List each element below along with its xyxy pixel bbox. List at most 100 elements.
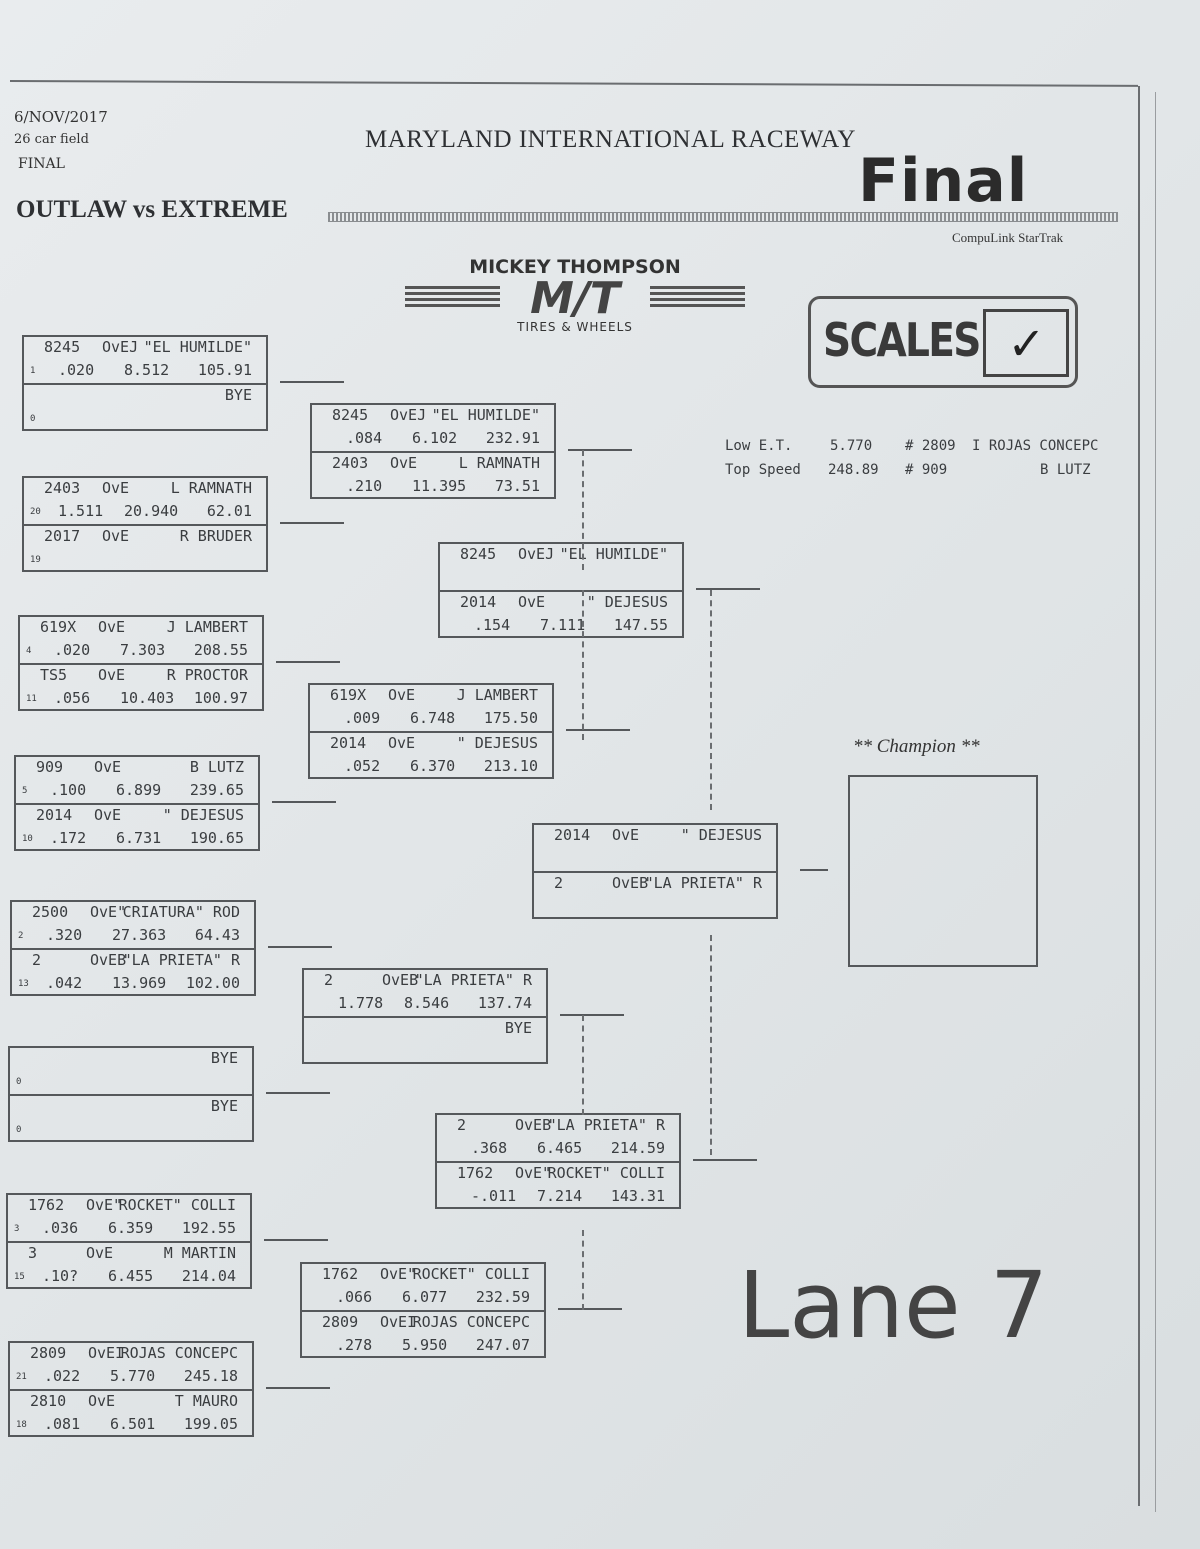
qualifying-seed: 0 — [16, 1125, 22, 1135]
driver-name: " DEJESUS — [680, 826, 762, 844]
car-number: 2 — [32, 951, 42, 969]
qualifying-seed: 0 — [30, 414, 36, 424]
bracket-connector — [268, 946, 332, 948]
elapsed-time: 6.370 — [410, 757, 456, 775]
reaction-time: .081 — [44, 1415, 81, 1433]
trap-speed: 175.50 — [483, 709, 538, 727]
qualifying-seed: 3 — [14, 1224, 20, 1234]
reaction-time: .320 — [46, 926, 83, 944]
trap-speed: 190.65 — [189, 829, 244, 847]
class-code: OvE — [102, 527, 130, 545]
car-number: 2014 — [460, 593, 497, 611]
bracket-dashed-line — [582, 450, 584, 570]
driver-name: ROJAS CONCEPC — [120, 1344, 238, 1362]
car-number: 2 — [554, 874, 564, 892]
bracket-connector — [280, 381, 344, 383]
class-code: OvE — [98, 666, 126, 684]
trap-speed: 147.55 — [613, 616, 668, 634]
car-number: 1762 — [28, 1196, 65, 1214]
elapsed-time: 27.363 — [112, 926, 167, 944]
field-size: 26 car field — [14, 132, 89, 147]
class-code: OvEJ — [390, 406, 427, 424]
trap-speed: 64.43 — [194, 926, 240, 944]
bracket-connector — [566, 729, 630, 731]
class-code: OvE — [98, 618, 126, 636]
elapsed-time: 8.546 — [404, 994, 450, 1012]
trap-speed: 214.59 — [610, 1139, 665, 1157]
trap-speed: 247.07 — [475, 1336, 530, 1354]
reaction-time: .154 — [474, 616, 511, 634]
car-number: 8245 — [44, 338, 81, 356]
driver-name: ROJAS CONCEPC — [412, 1313, 530, 1331]
top-speed-car: # 909 — [905, 462, 948, 478]
qualifying-seed: 15 — [14, 1272, 25, 1282]
reaction-time: 1.778 — [338, 994, 384, 1012]
driver-name: "EL HUMILDE" — [431, 406, 540, 424]
class-code: OvEB — [382, 971, 419, 989]
driver-name: " DEJESUS — [456, 734, 538, 752]
bracket-dashed-line — [582, 1230, 584, 1310]
class-title: OUTLAW vs EXTREME — [16, 196, 288, 223]
bracket-connector — [266, 1092, 330, 1094]
trap-speed: 192.55 — [181, 1219, 236, 1237]
car-number: 2500 — [32, 903, 69, 921]
champion-label: ** Champion ** — [853, 736, 980, 757]
driver-name: "LA PRIETA" R — [547, 1116, 665, 1134]
class-code: OvE — [86, 1244, 114, 1262]
driver-name: J LAMBERT — [456, 686, 538, 704]
top-speed-name: B LUTZ — [1040, 462, 1091, 478]
trap-speed: 199.05 — [183, 1415, 238, 1433]
qualifying-seed: 19 — [30, 555, 41, 565]
class-code: OvE — [388, 734, 416, 752]
class-code: OvEB — [515, 1116, 552, 1134]
trap-speed: 245.18 — [183, 1367, 238, 1385]
driver-name: ROCKET" COLLI — [412, 1265, 530, 1283]
elapsed-time: 13.969 — [112, 974, 167, 992]
qualifying-seed: 0 — [16, 1077, 22, 1087]
elapsed-time: 6.748 — [410, 709, 456, 727]
logo-wing-left — [405, 286, 500, 308]
driver-name: BYE — [504, 1019, 532, 1037]
driver-name: B LUTZ — [189, 758, 244, 776]
class-code: OvE — [94, 806, 122, 824]
event-date: 6/NOV/2017 — [14, 108, 108, 126]
elapsed-time: 6.359 — [108, 1219, 154, 1237]
car-number: 8245 — [332, 406, 369, 424]
bracket-connector — [280, 522, 344, 524]
elapsed-time: 7.214 — [537, 1187, 583, 1205]
bracket-connector — [558, 1308, 622, 1310]
elapsed-time: 6.731 — [116, 829, 162, 847]
reaction-time: .056 — [54, 689, 91, 707]
elapsed-time: 7.303 — [120, 641, 166, 659]
bracket-connector — [272, 801, 336, 803]
bracket-dashed-line — [582, 1015, 584, 1115]
reaction-time: .368 — [471, 1139, 508, 1157]
